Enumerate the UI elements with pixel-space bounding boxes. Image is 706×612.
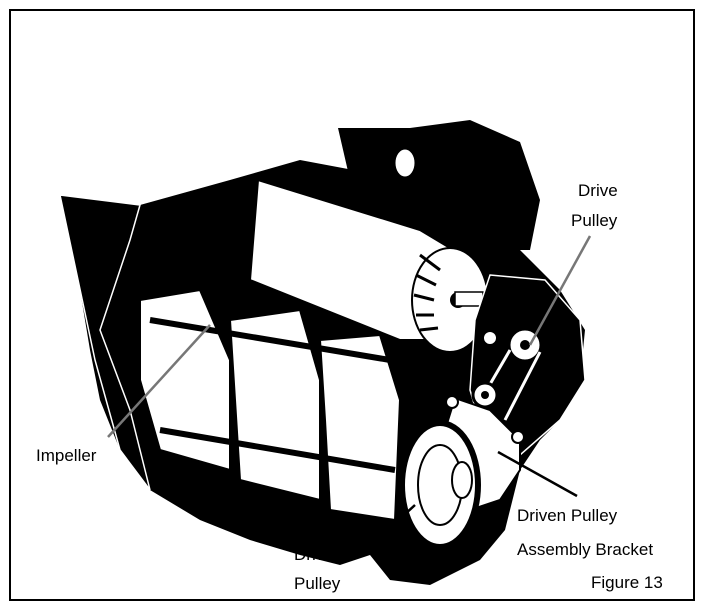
bracket-label-line2: Assembly Bracket (517, 540, 654, 559)
pulley-cover (469, 274, 586, 456)
driven-pulley-label-line1: Driven (294, 545, 344, 564)
figure-caption: Figure 13 (591, 573, 663, 592)
impeller-blade-1 (139, 288, 231, 472)
driven-pulley-label-line2: Pulley (294, 574, 341, 593)
drive-pulley-leader (528, 235, 592, 346)
chute-housing (338, 120, 540, 250)
impeller-blade-3 (318, 333, 402, 522)
bracket-label-line1: Driven Pulley (517, 506, 618, 525)
drive-pulley-label-line1: Drive (578, 181, 618, 200)
drive-pulley-label-line2: Pulley (571, 211, 618, 230)
impeller-label: Impeller (36, 446, 97, 465)
bracket-leader (497, 450, 578, 498)
motor-fins (413, 253, 441, 332)
driven-pulley-leader (367, 504, 416, 549)
impeller-leader (107, 324, 211, 438)
chute-hole (394, 148, 416, 178)
